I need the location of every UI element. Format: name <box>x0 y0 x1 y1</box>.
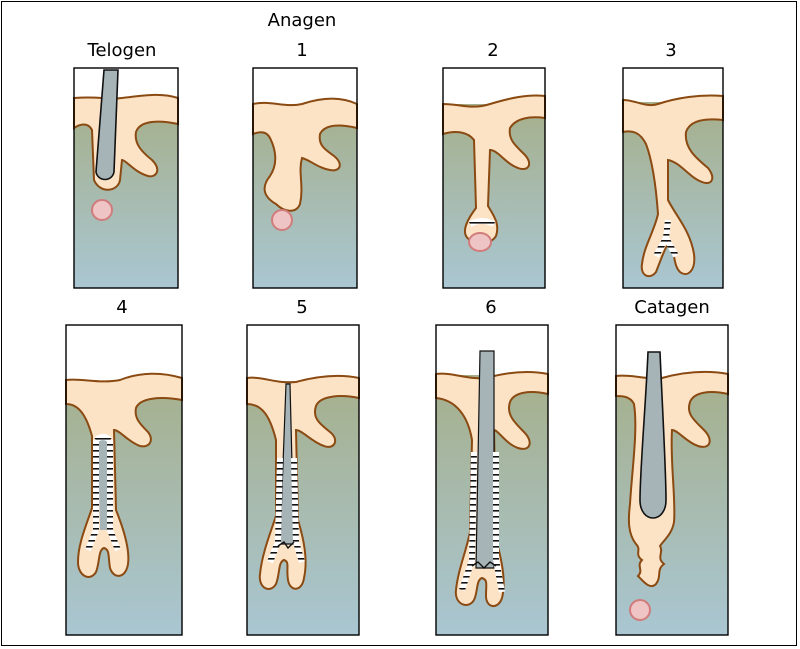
matrix-line <box>277 541 295 550</box>
panel-anagen-3 <box>622 67 724 289</box>
inner-root-sheath <box>653 219 679 258</box>
stage5-label: 5 <box>296 297 308 318</box>
dermal-papilla <box>91 199 113 221</box>
stage1-label: 1 <box>296 40 308 61</box>
surface-air <box>66 325 182 381</box>
surface-air <box>247 325 359 381</box>
matrix-line <box>471 561 497 569</box>
stage2-label: 2 <box>487 40 499 61</box>
panel-anagen-4 <box>65 324 183 636</box>
panel-anagen-1 <box>252 67 358 289</box>
telogen-label: Telogen <box>87 40 157 61</box>
dermal-papilla <box>629 599 651 621</box>
surface-air <box>74 68 178 98</box>
surface-air <box>616 325 728 377</box>
panel-anagen-5 <box>246 324 360 636</box>
stage4-label: 4 <box>116 297 128 318</box>
inner-root-sheath <box>459 451 505 593</box>
panel-anagen-6 <box>435 324 549 636</box>
epidermis-follicle <box>252 97 358 212</box>
dermal-papilla <box>271 209 293 231</box>
inner-root-sheath <box>85 434 121 552</box>
panel-catagen <box>615 324 729 636</box>
epidermis-follicle <box>442 94 546 245</box>
panel-anagen-2 <box>442 67 546 289</box>
catagen-label: Catagen <box>634 297 710 318</box>
matrix-band <box>468 218 496 227</box>
surface-air <box>253 68 357 104</box>
inner-root-sheath <box>267 457 305 564</box>
stage3-label: 3 <box>665 40 677 61</box>
club-hair <box>639 351 667 519</box>
epidermis-follicle <box>622 94 724 278</box>
club-hair <box>95 69 119 181</box>
dermal-papilla <box>468 232 492 252</box>
panel-telogen <box>73 67 179 289</box>
hair-emerged <box>475 350 495 569</box>
stage6-label: 6 <box>485 297 497 318</box>
anagen-group-label: Anagen <box>267 10 337 31</box>
